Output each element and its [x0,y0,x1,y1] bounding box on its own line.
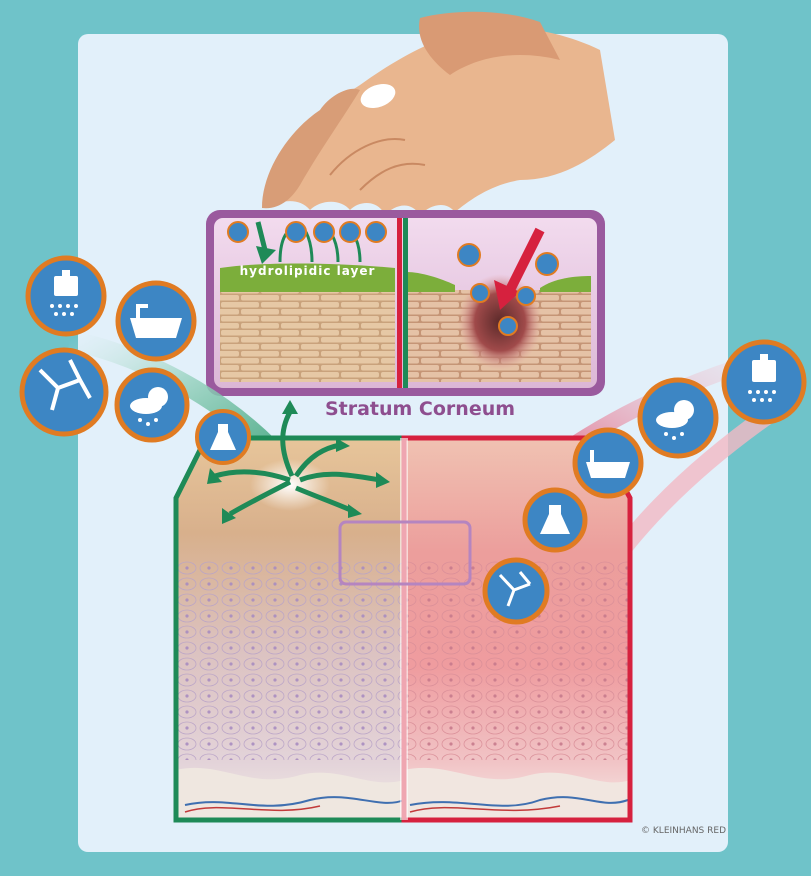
flask-icon [525,490,585,550]
weight-icon [28,258,104,334]
bathtub-icon [118,283,194,359]
stratum-corneum-detail [206,210,605,396]
hydrolipidic-layer-label: hydrolipidic layer [225,264,390,278]
weight-icon [724,342,804,422]
healthy-skin-block [176,438,404,820]
flask-icon [197,411,249,463]
cracked-skin-icon [485,560,547,622]
copyright-notice: © KLEINHANS RED [586,826,726,836]
cracked-skin-icon [22,350,106,434]
diagram-title: Stratum Corneum [300,398,540,420]
weather-icon [117,370,187,440]
weather-icon [640,380,716,456]
bathtub-icon [575,430,641,496]
hand-illustration [262,12,615,215]
